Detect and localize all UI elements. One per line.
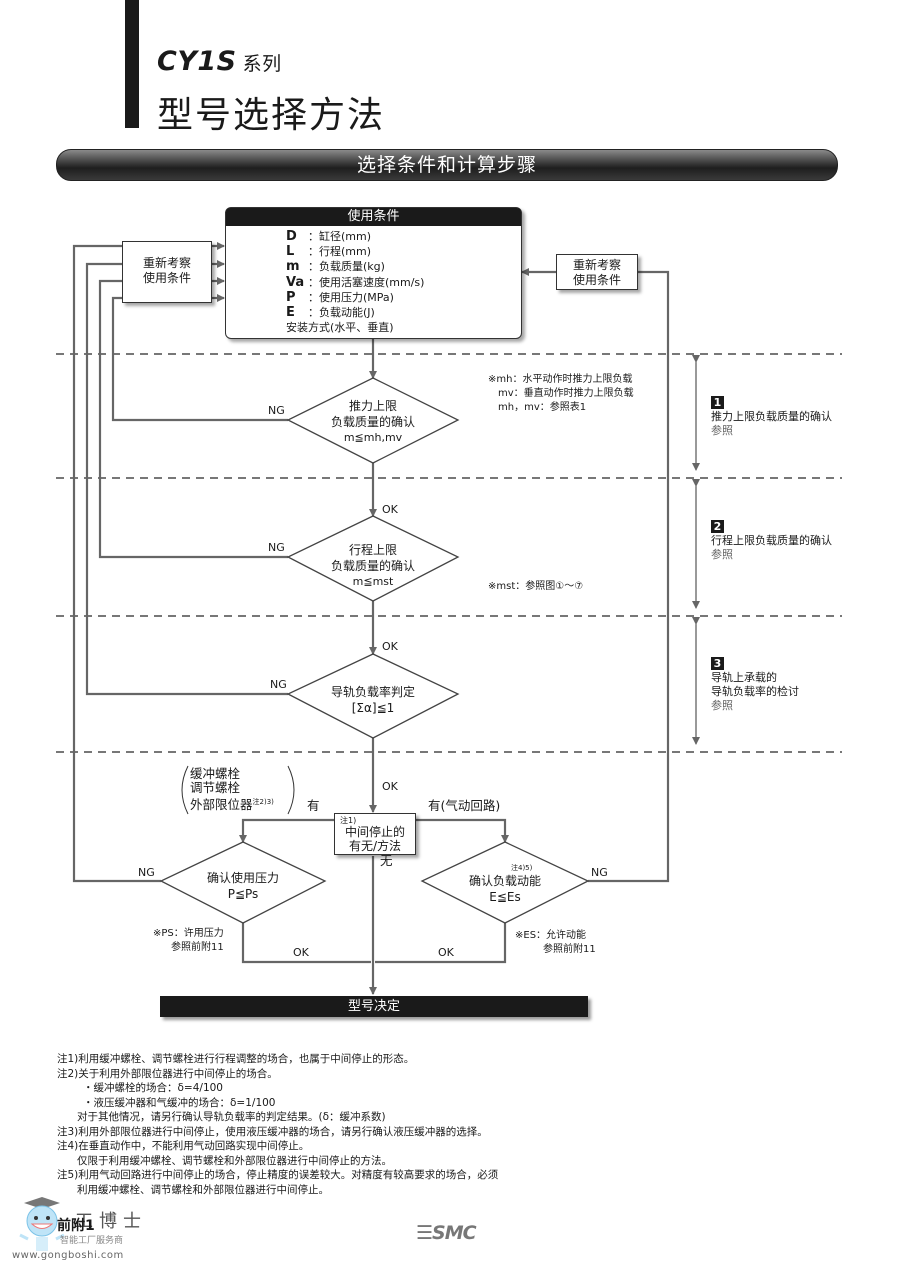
ng-loop-2	[98, 279, 288, 559]
reference-1: 1 推力上限负载质量的确认 参照	[711, 396, 832, 437]
watermark-mascot-icon	[19, 1197, 65, 1251]
reconsider-right-box: 重新考察 使用条件	[556, 254, 638, 290]
mounting-method: 安装方式(水平、垂直)	[286, 321, 394, 335]
footnote: 注4)在垂直动作中，不能利用气动回路实现中间停止。	[57, 1140, 310, 1152]
conditions-box: 使用条件 D：缸径(mm) L：行程(mm) m：负载质量(kg) Va：使用活…	[225, 207, 522, 339]
condition-item: Va：使用活塞速度(mm/s)	[286, 274, 425, 290]
stroke-limit-note: ※mst：参照图①～⑦	[488, 581, 584, 592]
ref-number-badge: 3	[711, 657, 724, 670]
ok-return-right	[375, 923, 507, 964]
thrust-limit-note: ※mh：水平动作时推力上限负载 mv：垂直动作时推力上限负载 mh，mv：参照表…	[488, 374, 634, 413]
ok-label: OK	[438, 946, 454, 959]
series-suffix: 系列	[242, 53, 282, 75]
footnote: 注5)利用气动回路进行中间停止的场合，停止精度的误差较大。对精度有较高要求的场合…	[57, 1169, 499, 1181]
energy-note: ※ES：允许动能 参照前附11	[515, 930, 596, 955]
condition-item: D：缸径(mm)	[286, 229, 372, 244]
header-accent-bar	[125, 0, 139, 128]
ng-label: NG	[268, 404, 285, 417]
ng-label: NG	[270, 678, 287, 691]
smc-logo: ☰SMC	[416, 1222, 477, 1244]
reference-2: 2 行程上限负载质量的确认 参照	[711, 520, 832, 561]
ok-return-left	[241, 923, 371, 964]
ng-loop-pressure	[72, 244, 161, 883]
ng-loop-3	[85, 262, 288, 696]
ok-label: OK	[293, 946, 309, 959]
condition-item: E：负载动能(J)	[286, 305, 375, 321]
page-title: 型号选择方法	[157, 95, 386, 136]
branch-left	[239, 818, 334, 843]
ng-label: NG	[268, 541, 285, 554]
reconsider-left-box: 重新考察 使用条件	[122, 241, 212, 303]
yes-label-left: 有	[307, 798, 320, 813]
watermark-tagline: 智能工厂服务商	[60, 1236, 124, 1246]
ng-label: NG	[591, 866, 608, 879]
diamond-stroke-limit	[286, 515, 460, 602]
watermark-name: 工博士	[75, 1211, 147, 1232]
diamond-energy	[420, 841, 590, 924]
pressure-check-text: 确认使用压力 P≦Ps	[206, 871, 279, 901]
guide-load-text: 导轨负载率判定 [Σα]≦1	[330, 685, 415, 715]
ref-number-badge: 2	[711, 520, 724, 533]
condition-item: L：行程(mm)	[286, 244, 372, 260]
footnote: 注2)关于利用外部限位器进行中间停止的场合。	[57, 1067, 278, 1080]
model-decision-box: 型号决定	[160, 996, 588, 1017]
stop-method-options: 缓冲螺栓 调节螺栓 外部限位器注2)3)	[190, 766, 274, 813]
reference-3: 3 导轨上承载的 导轨负载率的检讨 参照	[711, 657, 799, 712]
thrust-limit-text: 推力上限 负载质量的确认 m≦mh,mv	[330, 399, 415, 444]
footnote: ・缓冲螺栓的场合：δ=4/100	[83, 1082, 223, 1094]
section-dividers	[56, 353, 842, 753]
none-label: 无	[380, 853, 393, 868]
section-banner: 选择条件和计算步骤	[56, 149, 838, 181]
energy-check-text: 确认负载动能 E≦Es	[468, 874, 541, 904]
parenthesis-brackets	[181, 765, 295, 815]
conditions-title: 使用条件	[226, 208, 521, 226]
condition-item: P：使用压力(MPa)	[286, 289, 394, 305]
ok-label: OK	[382, 640, 398, 653]
footnote: 对于其他情况，请另行确认导轨负载率的判定结果。(δ：缓冲系数)	[77, 1111, 386, 1123]
ok-label: OK	[382, 780, 398, 793]
ok-label: OK	[382, 503, 398, 516]
diamond-pressure	[159, 841, 327, 924]
ng-loop-1	[111, 296, 288, 422]
yes-pneumatic-label: 有(气动回路)	[428, 798, 501, 813]
page-number: 前附1	[57, 1218, 95, 1234]
midstop-box: 注1) 中间停止的 有无/方法	[334, 813, 416, 855]
pressure-note: ※PS：许用压力 参照前附11	[153, 928, 224, 953]
stroke-limit-text: 行程上限 负载质量的确认 m≦mst	[330, 543, 415, 588]
smc-swirl-icon: ☰	[416, 1222, 433, 1244]
ng-loop-energy	[588, 270, 670, 883]
footnote: 仅限于利用缓冲螺栓、调节螺栓和外部限位器进行中间停止的方法。	[77, 1154, 392, 1167]
footnote: 注3)利用外部限位器进行中间停止，使用液压缓冲器的场合，请另行确认液压缓冲器的选…	[57, 1125, 488, 1138]
watermark-url: www.gongboshi.com	[12, 1250, 124, 1261]
ng-label: NG	[138, 866, 155, 879]
ref-number-badge: 1	[711, 396, 724, 409]
condition-item: m：负载质量(kg)	[286, 259, 385, 275]
energy-note-mark: 注4)5)	[511, 864, 533, 872]
diamond-guide-load	[286, 653, 460, 739]
series-name: CY1S	[157, 46, 237, 77]
footnote: 利用缓冲螺栓、调节螺栓和外部限位器进行中间停止。	[77, 1183, 329, 1196]
branch-right	[416, 818, 509, 843]
footnotes: 注1)利用缓冲螺栓、调节螺栓进行行程调整的场合，也属于中间停止的形态。 注2)关…	[57, 1052, 498, 1197]
footnote: ・液压缓冲器和气缓冲的场合：δ=1/100	[83, 1096, 276, 1109]
conditions-list: D：缸径(mm) L：行程(mm) m：负载质量(kg) Va：使用活塞速度(m…	[226, 226, 521, 335]
diamond-thrust-limit	[286, 377, 460, 464]
footnote: 注1)利用缓冲螺栓、调节螺栓进行行程调整的场合，也属于中间停止的形态。	[57, 1053, 415, 1065]
